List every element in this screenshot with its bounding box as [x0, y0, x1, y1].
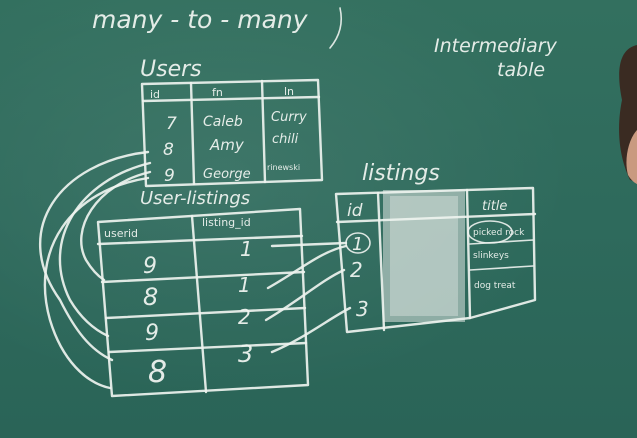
user-relationship-curves — [39, 150, 152, 390]
users-row-1-ln: Curry — [271, 110, 307, 125]
users-row-3-ln: rinewski — [267, 163, 300, 172]
listings-header-id: id — [347, 201, 363, 221]
users-row-1-fn: Caleb — [203, 114, 243, 130]
users-table-label: Users — [140, 57, 202, 82]
listings-row-1-title: picked rock — [473, 228, 525, 238]
listing-relationship-lines — [264, 241, 352, 354]
listings-row-3-title: dog treat — [474, 281, 516, 291]
listings-header-title: title — [482, 199, 507, 214]
user-listings-row-4-userid: 8 — [148, 355, 167, 390]
user-listings-table-grid — [96, 207, 310, 398]
erased-smudge — [383, 190, 465, 322]
listings-row-1-id: 1 — [352, 234, 363, 255]
user-listings-row-1-listing: 1 — [240, 237, 253, 261]
user-listings-row-3-userid: 9 — [145, 321, 159, 346]
title-1-circle — [467, 220, 513, 244]
users-row-3-id: 9 — [164, 166, 175, 186]
users-row-3-fn: George — [203, 167, 251, 182]
instructor-silhouette — [619, 45, 637, 184]
users-header-fn: fn — [212, 86, 223, 99]
user-listings-header-listing-id: listing_id — [202, 216, 251, 229]
user-listings-row-1-userid: 9 — [143, 254, 157, 279]
note-table: table — [497, 59, 545, 81]
listings-row-2-title: slinkeys — [473, 251, 509, 261]
board-title: many - to - many — [92, 5, 309, 34]
listings-table-grid — [334, 186, 537, 334]
user-listings-row-4-listing: 3 — [238, 340, 253, 368]
erased-smudge-core — [390, 196, 458, 316]
users-row-1-id: 7 — [166, 114, 177, 134]
user-listings-row-2-listing: 1 — [238, 273, 251, 297]
user-listings-header-userid: userid — [104, 227, 138, 240]
users-header-id: id — [150, 88, 160, 101]
listings-row-3-id: 3 — [356, 297, 369, 321]
users-header-ln: ln — [284, 85, 294, 98]
users-row-2-id: 8 — [163, 140, 174, 160]
title-flourish — [329, 7, 343, 49]
listings-table-label: listings — [362, 161, 440, 186]
user-listings-row-3-listing: 2 — [238, 305, 251, 329]
user-listings-label: User-listings — [140, 188, 250, 209]
note-intermediary: Intermediary — [434, 35, 558, 57]
listings-row-2-id: 2 — [350, 258, 363, 282]
user-listings-row-2-userid: 8 — [143, 283, 158, 311]
users-row-2-fn: Amy — [209, 136, 245, 154]
users-row-2-ln: chili — [272, 132, 299, 147]
